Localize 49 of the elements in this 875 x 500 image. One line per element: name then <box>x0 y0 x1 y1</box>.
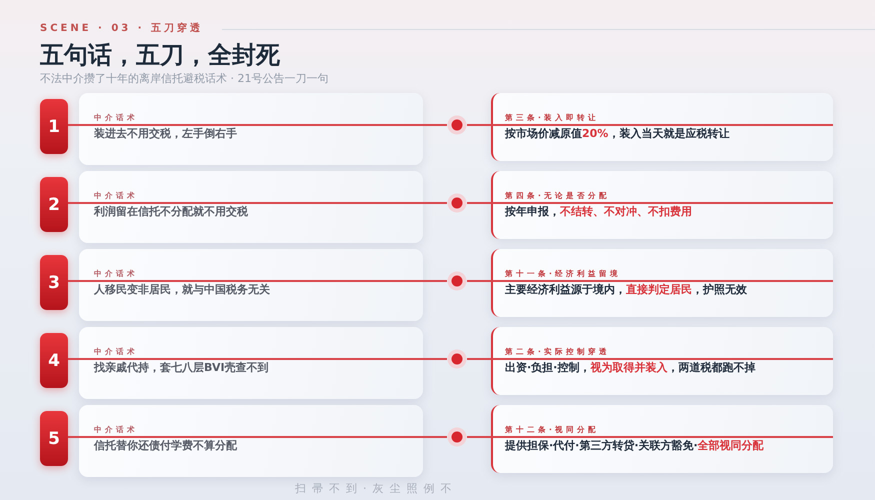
card-text: 按市场价减原值20%，装入当天就是应税转让 <box>505 127 730 140</box>
number-badge: 4 <box>40 333 68 388</box>
timeline-dot <box>447 271 467 291</box>
quote-card <box>79 171 423 243</box>
card-text: 出资·负担·控制，视为取得并装入，两道税都跑不掉 <box>505 361 756 374</box>
connector-line <box>467 124 491 126</box>
connector-line <box>423 124 447 126</box>
quote-card <box>79 249 423 321</box>
timeline-dot <box>447 427 467 447</box>
number-badge: 2 <box>40 177 68 232</box>
connector-line <box>68 436 79 438</box>
connector-line <box>68 124 79 126</box>
number-badge: 5 <box>40 411 68 466</box>
number-badge: 3 <box>40 255 68 310</box>
quote-card <box>79 327 423 399</box>
card-text: 装进去不用交税，左手倒右手 <box>94 127 237 140</box>
connector-line <box>467 358 491 360</box>
connector-line <box>423 202 447 204</box>
connector-line <box>68 280 79 282</box>
card-text: 提供担保·代付·第三方转贷·关联方豁免·全部视同分配 <box>505 439 764 452</box>
card-text: 找亲戚代持，套七八层BVI壳查不到 <box>94 361 269 374</box>
card-text: 人移民变非居民，就与中国税务无关 <box>94 283 270 296</box>
connector-line <box>68 202 79 204</box>
section-kicker: SCENE · 03 · 五刀穿透 <box>40 22 204 35</box>
connector-line <box>467 280 491 282</box>
footer-text: 扫帚不到·灰尘照例不 <box>295 482 458 496</box>
quote-card <box>79 405 423 477</box>
number-badge: 1 <box>40 99 68 154</box>
timeline-dot <box>447 115 467 135</box>
quote-card <box>79 93 423 165</box>
connector-line <box>423 280 447 282</box>
connector-line <box>467 202 491 204</box>
rule-card <box>491 327 833 395</box>
rule-card <box>491 405 833 473</box>
connector-line <box>68 358 79 360</box>
rule-card <box>491 249 833 317</box>
rule-card <box>491 171 833 239</box>
timeline-dot <box>447 349 467 369</box>
connector-line <box>423 436 447 438</box>
connector-line <box>423 358 447 360</box>
card-text: 主要经济利益源于境内，直接判定居民，护照无效 <box>505 283 747 296</box>
timeline-dot <box>447 193 467 213</box>
card-text: 按年申报，不结转、不对冲、不扣费用 <box>505 205 692 218</box>
connector-line <box>467 436 491 438</box>
rule-card <box>491 93 833 161</box>
subtitle: 不法中介攒了十年的离岸信托避税话术 · 21号公告一刀一句 <box>40 72 328 86</box>
page-title: 五句话，五刀，全封死 <box>40 40 280 70</box>
card-text: 信托替你还债付学费不算分配 <box>94 439 237 452</box>
card-text: 利润留在信托不分配就不用交税 <box>94 205 248 218</box>
